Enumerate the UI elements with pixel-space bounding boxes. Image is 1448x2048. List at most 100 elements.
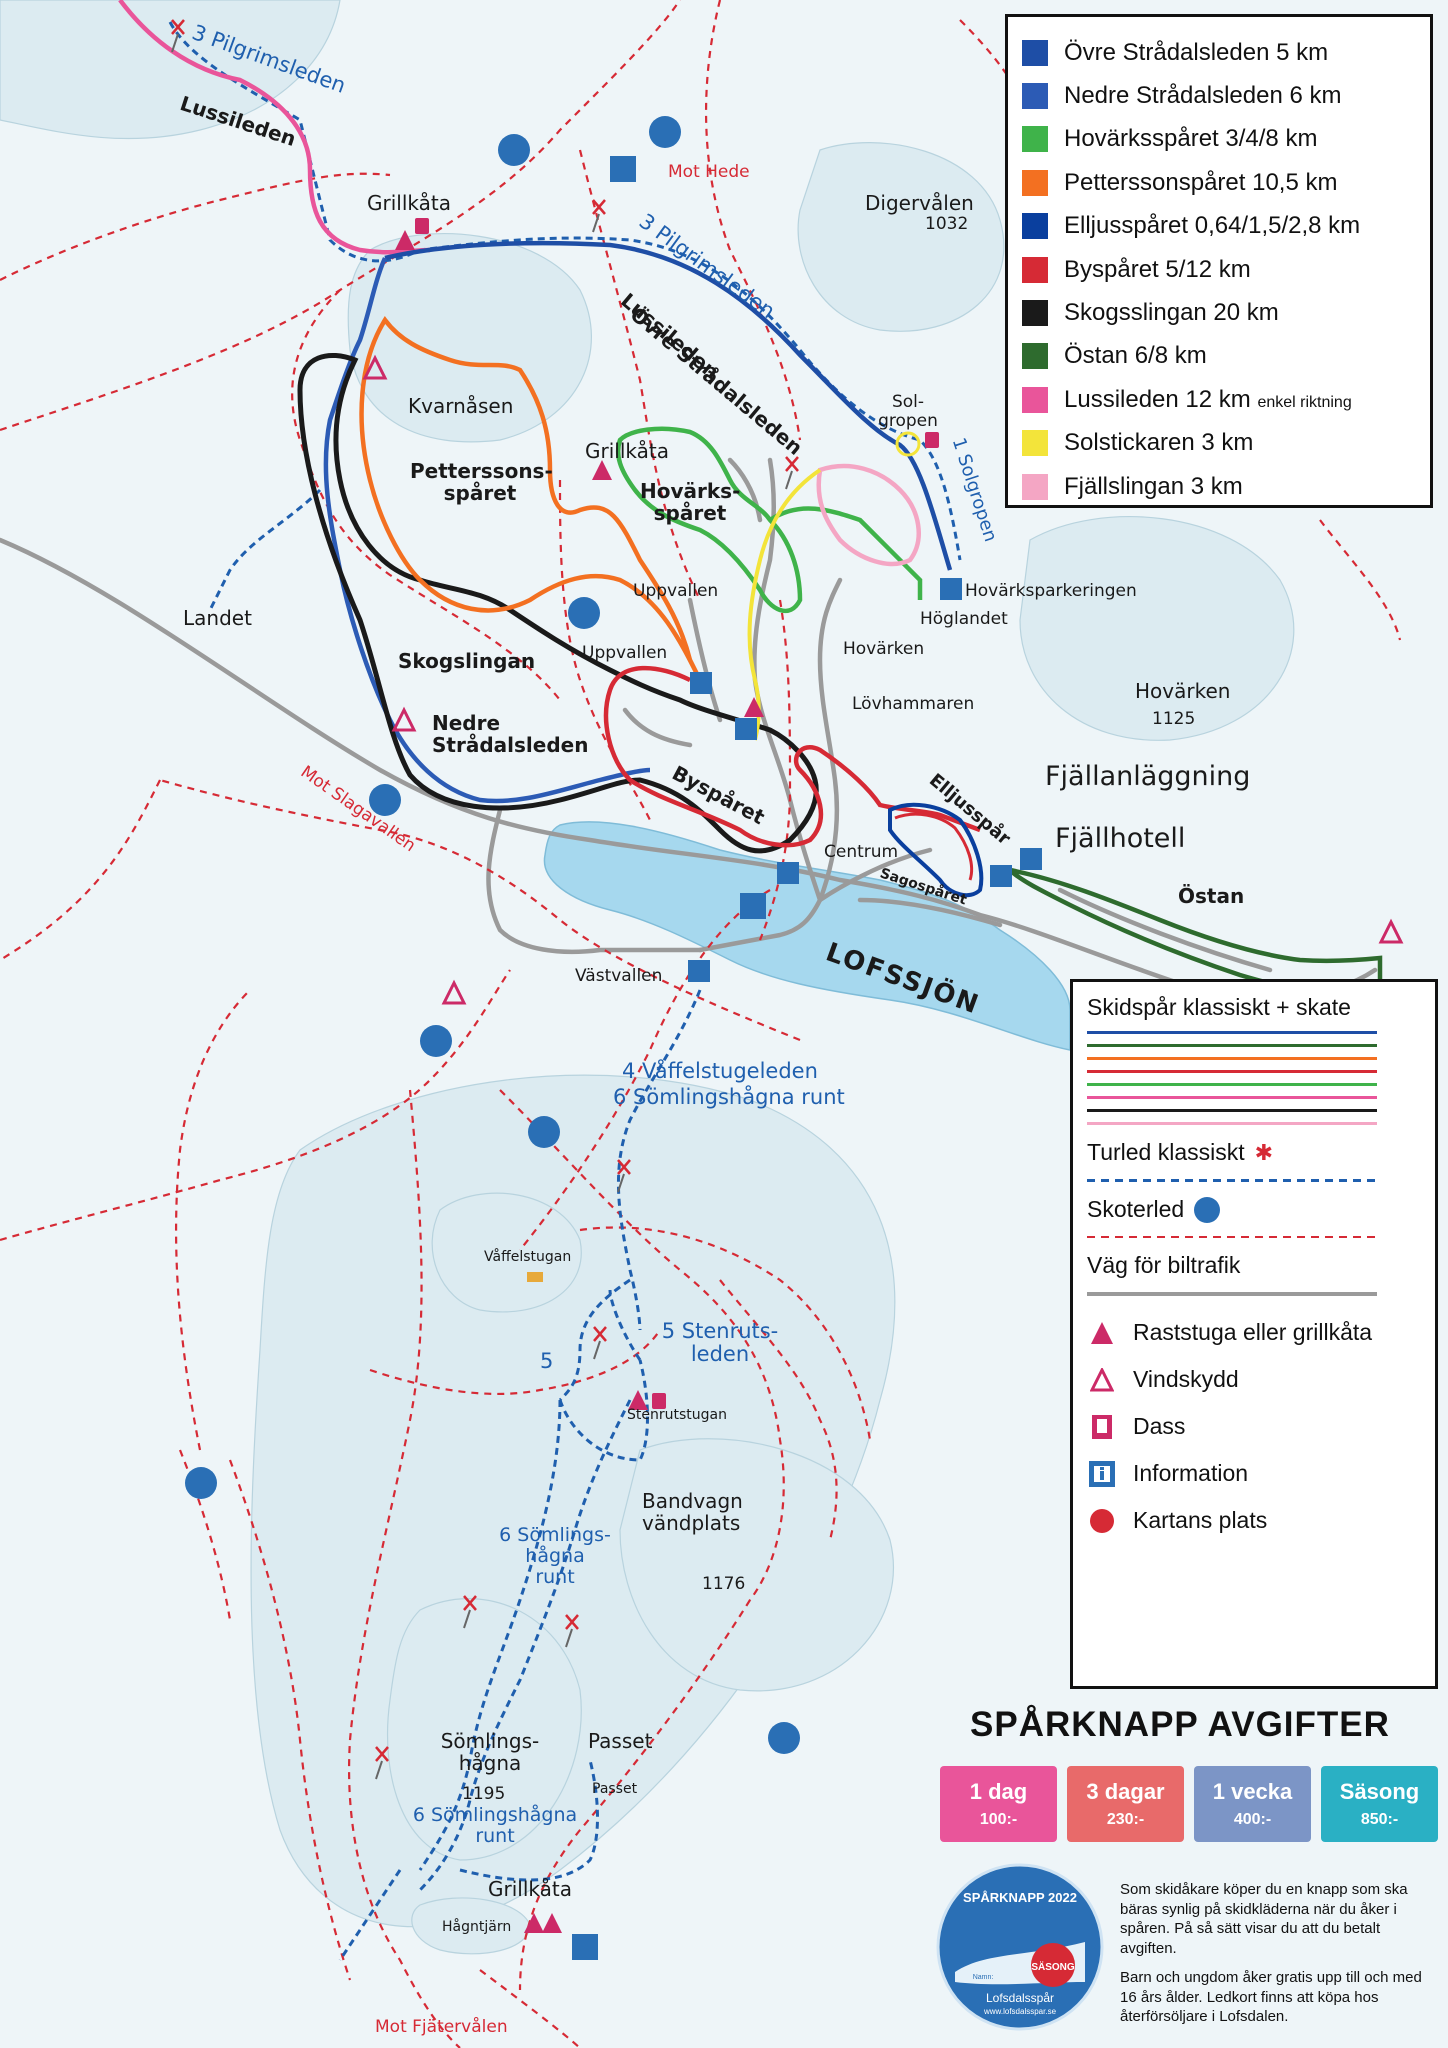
legend-skidspar-line bbox=[1087, 1096, 1377, 1099]
legend-turled: Turled klassiskt ✱ bbox=[1087, 1139, 1421, 1166]
trail-elljussparet bbox=[888, 802, 984, 898]
label-stenrutstugan: Stenrutstugan bbox=[627, 1407, 727, 1423]
legend-trail-swatch bbox=[1022, 39, 1048, 66]
legend-skidspar-line bbox=[1087, 1083, 1377, 1086]
legend-trail-row: Nedre Strådalsleden 6 km bbox=[1022, 74, 1416, 117]
legend-trail-row: Petterssonspåret 10,5 km bbox=[1022, 161, 1416, 204]
legend-trail-swatch bbox=[1022, 83, 1048, 110]
label-lovhammaren: Lövhammaren bbox=[852, 694, 975, 714]
legend-trail-name: Hovärksspåret 3/4/8 km bbox=[1064, 125, 1318, 153]
fee-name: 1 dag bbox=[969, 1779, 1028, 1804]
label-hagntjarn: Hågntjärn bbox=[442, 1919, 512, 1935]
legend-trail-row: Fjällslingan 3 km bbox=[1022, 465, 1416, 508]
fee-name: 3 dagar bbox=[1086, 1779, 1165, 1804]
label-h1195: 1195 bbox=[462, 1784, 506, 1804]
label-kvarnasen: Kvarnåsen bbox=[408, 394, 514, 418]
fees-title: SPÅRKNAPP AVGIFTER bbox=[970, 1705, 1390, 1744]
info-text: Som skidåkare köper du en knapp som ska … bbox=[1120, 1880, 1430, 2037]
legend-vag: Väg för biltrafik bbox=[1087, 1252, 1241, 1278]
trail-ovre-stradalsleden bbox=[384, 240, 953, 571]
legend-trail-label: Skogsslingan 20 km bbox=[1064, 299, 1279, 327]
info-paragraph-1: Som skidåkare köper du en knapp som ska … bbox=[1120, 1881, 1408, 1957]
label-somlingshagna-runt-2: 6 Sömlingshågna runt bbox=[412, 1804, 578, 1847]
label-five: 5 bbox=[540, 1349, 554, 1373]
legend-trail-label: Hovärksspåret 3/4/8 km bbox=[1064, 125, 1317, 153]
legend-trail-swatch bbox=[1022, 430, 1048, 457]
fee-card: 1 vecka 400:- bbox=[1194, 1766, 1311, 1842]
label-ostan: Östan bbox=[1178, 884, 1245, 908]
legend-trail-label: Fjällslingan 3 km bbox=[1064, 473, 1243, 501]
legend-trail-name: Solstickaren 3 km bbox=[1064, 429, 1254, 457]
label-hoglandet: Höglandet bbox=[920, 609, 1008, 629]
badge-top-text: SPÅRKNAPP 2022 bbox=[963, 1890, 1077, 1905]
fee-price: 100:- bbox=[979, 1811, 1018, 1828]
label-stenrutsleden: 5 Stenruts- leden bbox=[661, 1319, 779, 1367]
legend-trail-label: Nedre Strådalsleden 6 km bbox=[1064, 82, 1341, 110]
fee-card: Säsong 850:- bbox=[1321, 1766, 1438, 1842]
legend-trail-swatch bbox=[1022, 386, 1048, 413]
legend-kartans-plats-label: Kartans plats bbox=[1133, 1507, 1268, 1533]
legend-trail-row: Solstickaren 3 km bbox=[1022, 422, 1416, 465]
legend-trail-swatch bbox=[1022, 300, 1048, 327]
legend-trail-swatch bbox=[1022, 169, 1048, 196]
legend-kartans-plats: Kartans plats bbox=[1087, 1497, 1421, 1544]
legend-trail-row: Östan 6/8 km bbox=[1022, 335, 1416, 378]
legend-skidspar-lines bbox=[1087, 1031, 1421, 1125]
trail-hovarksparet bbox=[615, 426, 923, 613]
fee-name: 1 vecka bbox=[1212, 1779, 1293, 1804]
legend-vindskydd-label: Vindskydd bbox=[1133, 1366, 1239, 1392]
legend-trail-swatch bbox=[1022, 473, 1048, 500]
legend-trail-label: Petterssonspåret 10,5 km bbox=[1064, 169, 1337, 197]
legend-skidspar-line bbox=[1087, 1109, 1377, 1112]
trail-skogsslingan bbox=[297, 352, 819, 854]
label-hovarken-1: Hovärken bbox=[843, 639, 925, 659]
legend-trail-swatch bbox=[1022, 256, 1048, 283]
sparknapp-badge: SÄSONG SPÅRKNAPP 2022 Namn: Lofsdalsspår… bbox=[936, 1863, 1104, 2031]
label-grillkata-3: Grillkåta bbox=[488, 1877, 572, 1901]
fee-price: 400:- bbox=[1233, 1811, 1272, 1828]
label-hovarken-2: Hovärken bbox=[1135, 679, 1231, 703]
location-dot-icon bbox=[1087, 1506, 1117, 1536]
legend-skoterled: Skoterled bbox=[1087, 1196, 1421, 1223]
legend-skidspar-line bbox=[1087, 1031, 1377, 1034]
legend-trail-row: Övre Strådalsleden 5 km bbox=[1022, 31, 1416, 74]
label-digervalen: Digervålen bbox=[865, 191, 974, 215]
badge-brand: Lofsdalsspår bbox=[986, 1991, 1054, 2005]
label-somlingshagna: Sömlings- hågna bbox=[440, 1729, 540, 1775]
legend-rast: Raststuga eller grillkåta bbox=[1087, 1309, 1421, 1356]
legend-trail-label: Östan 6/8 km bbox=[1064, 342, 1207, 370]
legend-skoterled-label: Skoterled bbox=[1087, 1196, 1185, 1222]
legend-information-label: Information bbox=[1133, 1460, 1249, 1486]
label-centrum: Centrum bbox=[824, 842, 899, 862]
label-vaffelstugeleden: 4 Våffelstugeleden bbox=[622, 1059, 818, 1083]
label-uppvallen-1: Uppvallen bbox=[633, 581, 719, 601]
symbol-legend: Skidspår klassiskt + skate Turled klassi… bbox=[1070, 979, 1438, 1689]
fee-price: 850:- bbox=[1360, 1811, 1399, 1828]
label-bandvagn: Bandvagn vändplats bbox=[642, 1489, 743, 1535]
label-landet: Landet bbox=[183, 606, 252, 630]
legend-trail-label: Solstickaren 3 km bbox=[1064, 429, 1253, 457]
legend-turled-line bbox=[1087, 1179, 1377, 1182]
legend-skidspar-line bbox=[1087, 1122, 1377, 1125]
fee-price: 230:- bbox=[1106, 1811, 1145, 1828]
legend-trail-swatch bbox=[1022, 213, 1048, 240]
legend-trail-name: Byspåret 5/12 km bbox=[1064, 255, 1251, 283]
legend-dass: Dass bbox=[1087, 1403, 1421, 1450]
legend-trail-label: Elljusspåret 0,64/1,5/2,8 km bbox=[1064, 212, 1360, 240]
trail-lussileden bbox=[118, 0, 431, 255]
label-fjallanlaggning: Fjällanläggning bbox=[1045, 761, 1251, 792]
legend-trail-name: Lussileden 12 km bbox=[1064, 385, 1251, 413]
legend-trail-row: Byspåret 5/12 km bbox=[1022, 248, 1416, 291]
badge-name-line: Namn: bbox=[973, 1974, 994, 1981]
fee-name: Säsong bbox=[1339, 1779, 1420, 1804]
label-grillkata-1: Grillkåta bbox=[367, 191, 451, 215]
open-triangle-icon bbox=[1087, 1365, 1117, 1395]
solgropen-marker bbox=[895, 431, 921, 457]
label-uppvallen-2: Uppvallen bbox=[582, 643, 668, 663]
fee-card: 1 dag 100:- bbox=[940, 1766, 1057, 1842]
legend-trail-name: Östan 6/8 km bbox=[1064, 342, 1207, 370]
legend-trail-row: Elljusspåret 0,64/1,5/2,8 km bbox=[1022, 205, 1416, 248]
legend-trail-name: Skogsslingan 20 km bbox=[1064, 299, 1279, 327]
poi-markers bbox=[171, 19, 1404, 1960]
